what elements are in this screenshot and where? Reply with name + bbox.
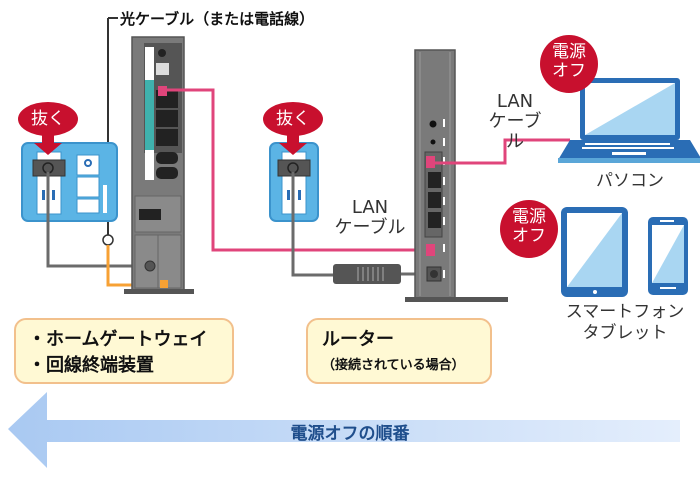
router-label-box: ルーター （接続されている場合）: [306, 318, 492, 384]
wall-outlet-left: [21, 142, 118, 222]
pull-arrow-left: [34, 132, 62, 155]
mobile-label-line1: スマートフォン: [565, 302, 685, 322]
power-off-order-arrow: [8, 392, 680, 468]
mobile-label-line2: タブレット: [582, 323, 668, 343]
gateway-device: [124, 36, 194, 294]
lan-label-line2: ケーブル: [488, 111, 542, 152]
badge-line1: 電源: [552, 42, 586, 62]
laptop-icon: [558, 78, 700, 163]
pull-arrow-right: [279, 132, 307, 155]
router-name: ルーター: [322, 329, 394, 350]
lan-label-line1: LAN: [496, 91, 534, 112]
power-cord-router: [291, 172, 335, 277]
gateway-label-line1: ・ホームゲートウェイ: [28, 329, 208, 350]
badge-line2: オフ: [552, 61, 586, 81]
badge-line1: 電源: [512, 207, 546, 227]
pc-label: パソコン: [596, 171, 664, 191]
smartphone-icon: [648, 217, 688, 295]
lan-label-line1: LAN: [351, 197, 389, 218]
power-off-badge-mobile: 電源 オフ: [500, 200, 558, 258]
power-off-badge-pc: 電源 オフ: [540, 35, 598, 93]
fiber-connector-icon: [102, 234, 114, 246]
pull-badge-gateway: 抜く: [18, 102, 78, 136]
lan-cable-label-pc: LAN ケーブル: [480, 92, 550, 152]
router-device: [405, 49, 508, 302]
lan-cable-label-router: LAN ケーブル: [330, 198, 410, 238]
tablet-icon: [561, 207, 628, 297]
ac-adapter: [333, 264, 401, 284]
gateway-label-line2: ・回線終端装置: [28, 355, 154, 376]
power-off-order-title: 電源オフの順番: [290, 424, 410, 444]
badge-line2: オフ: [512, 226, 546, 246]
lan-cable-router-pc: [435, 138, 570, 165]
power-cord-gateway: [46, 172, 143, 268]
lan-label-line2: ケーブル: [334, 217, 406, 238]
lan-cable-gateway-router: [165, 88, 430, 252]
fiber-cable-label: 光ケーブル（または電話線）: [120, 10, 315, 28]
pull-badge-router: 抜く: [263, 102, 323, 136]
gateway-label-box: ・ホームゲートウェイ ・回線終端装置: [14, 318, 234, 384]
mobile-label: スマートフォン タブレット: [555, 302, 695, 344]
router-note: （接続されている場合）: [322, 358, 465, 373]
